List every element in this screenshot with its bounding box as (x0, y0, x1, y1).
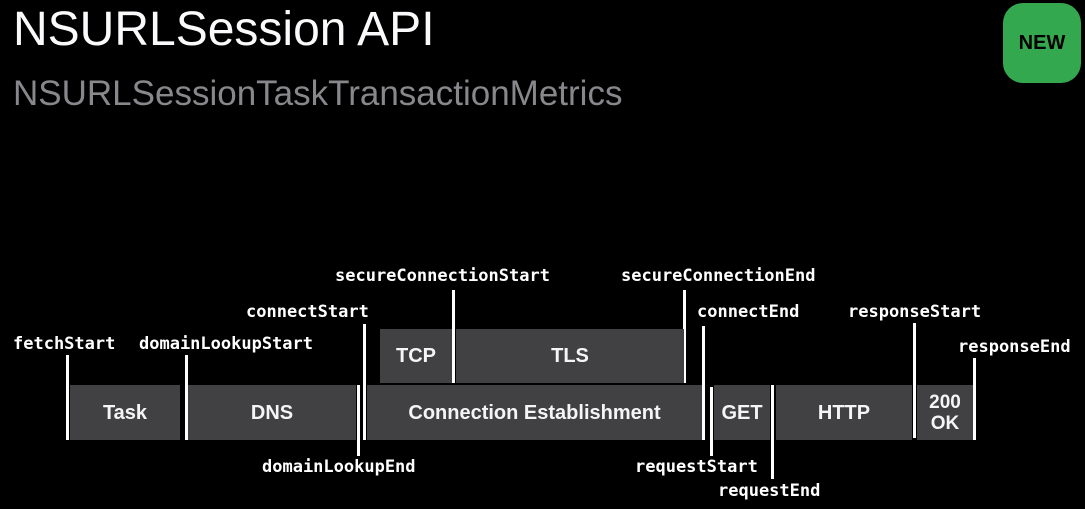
bar-get: GET (714, 385, 770, 440)
label-fetchstart: fetchStart (13, 334, 116, 354)
bar-tls: TLS (456, 329, 684, 383)
tick-domainlookupend (357, 385, 360, 456)
new-badge: NEW (1003, 3, 1081, 83)
tick-responseend (973, 358, 976, 440)
tick-fetchstart (66, 355, 69, 440)
tick-requeststart (710, 387, 713, 456)
label-requeststart: requestStart (635, 457, 758, 477)
label-secureconnectionstart: secureConnectionStart (335, 266, 550, 286)
bar-task: Task (70, 385, 180, 440)
label-connectstart: connectStart (246, 302, 369, 322)
label-secureconnectionend: secureConnectionEnd (621, 266, 816, 286)
tick-responsestart (913, 323, 916, 438)
tick-secureconnectionstart (452, 290, 455, 383)
bar-dns: DNS (188, 385, 356, 440)
label-domainlookupend: domainLookupEnd (262, 457, 416, 477)
tick-domainlookupstart (185, 355, 188, 440)
bar-connection-establishment: Connection Establishment (367, 385, 702, 440)
page-title: NSURLSession API (13, 3, 435, 56)
tick-requestend (771, 385, 774, 479)
label-connectend: connectEnd (697, 302, 800, 322)
bar-http: HTTP (776, 385, 912, 440)
label-requestend: requestEnd (718, 481, 821, 501)
tick-connectstart (363, 324, 366, 440)
label-responseend: responseEnd (958, 337, 1071, 357)
page-subtitle: NSURLSessionTaskTransactionMetrics (13, 74, 623, 113)
bar-tcp: TCP (380, 329, 452, 383)
tick-secureconnectionend (683, 290, 686, 383)
tick-connectend (702, 326, 705, 440)
label-responsestart: responseStart (848, 302, 982, 322)
label-domainlookupstart: domainLookupStart (139, 334, 313, 354)
bar-200-ok: 200 OK (917, 385, 973, 440)
